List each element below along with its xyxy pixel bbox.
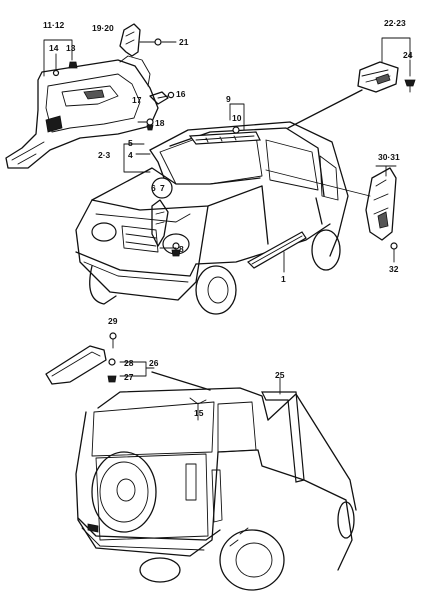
callout-17: 17	[132, 95, 142, 105]
callout-22-23: 22·23	[384, 18, 406, 28]
roof-seal-strip	[287, 89, 363, 129]
callout-16-top: 16	[176, 89, 186, 99]
roof-seal-rear	[151, 371, 211, 391]
leaders-rear	[197, 377, 281, 421]
callout-1: 1	[281, 274, 286, 284]
rear-pillar-trim	[365, 165, 398, 263]
callout-11-12: 11·12	[43, 20, 65, 30]
trim-clips	[137, 91, 175, 131]
callout-8: 8	[179, 244, 184, 254]
callout-29: 29	[108, 316, 118, 326]
quarter-trim-panel	[5, 39, 159, 169]
callout-5: 5	[128, 138, 133, 148]
roof-rail-bracket	[357, 37, 416, 93]
vehicle-rear-view	[75, 387, 357, 591]
callout-labels: 11·12 14 13 19·20 21 22·23 24 16 17 18 9…	[43, 18, 413, 418]
callout-4: 4	[128, 150, 133, 160]
callout-10: 10	[232, 113, 242, 123]
rear-grab-handle	[45, 332, 155, 385]
callout-15: 15	[194, 408, 204, 418]
callout-6: 6	[151, 183, 156, 193]
callout-30-31: 30·31	[378, 152, 400, 162]
callout-21: 21	[179, 37, 189, 47]
pillar-bracket	[119, 23, 177, 57]
leaders-main	[123, 103, 371, 273]
callout-9: 9	[226, 94, 231, 104]
vehicle-front-view	[75, 121, 349, 315]
callout-2-3: 2·3	[98, 150, 111, 160]
callout-13: 13	[66, 43, 76, 53]
callout-25: 25	[275, 370, 285, 380]
callout-26: 26	[149, 358, 159, 368]
callout-14: 14	[49, 43, 59, 53]
callout-19-20: 19·20	[92, 23, 114, 33]
callout-18: 18	[155, 118, 165, 128]
callout-32: 32	[389, 264, 399, 274]
callout-28: 28	[124, 358, 134, 368]
callout-27: 27	[124, 372, 134, 382]
callout-24: 24	[403, 50, 413, 60]
callout-7: 7	[160, 183, 165, 193]
